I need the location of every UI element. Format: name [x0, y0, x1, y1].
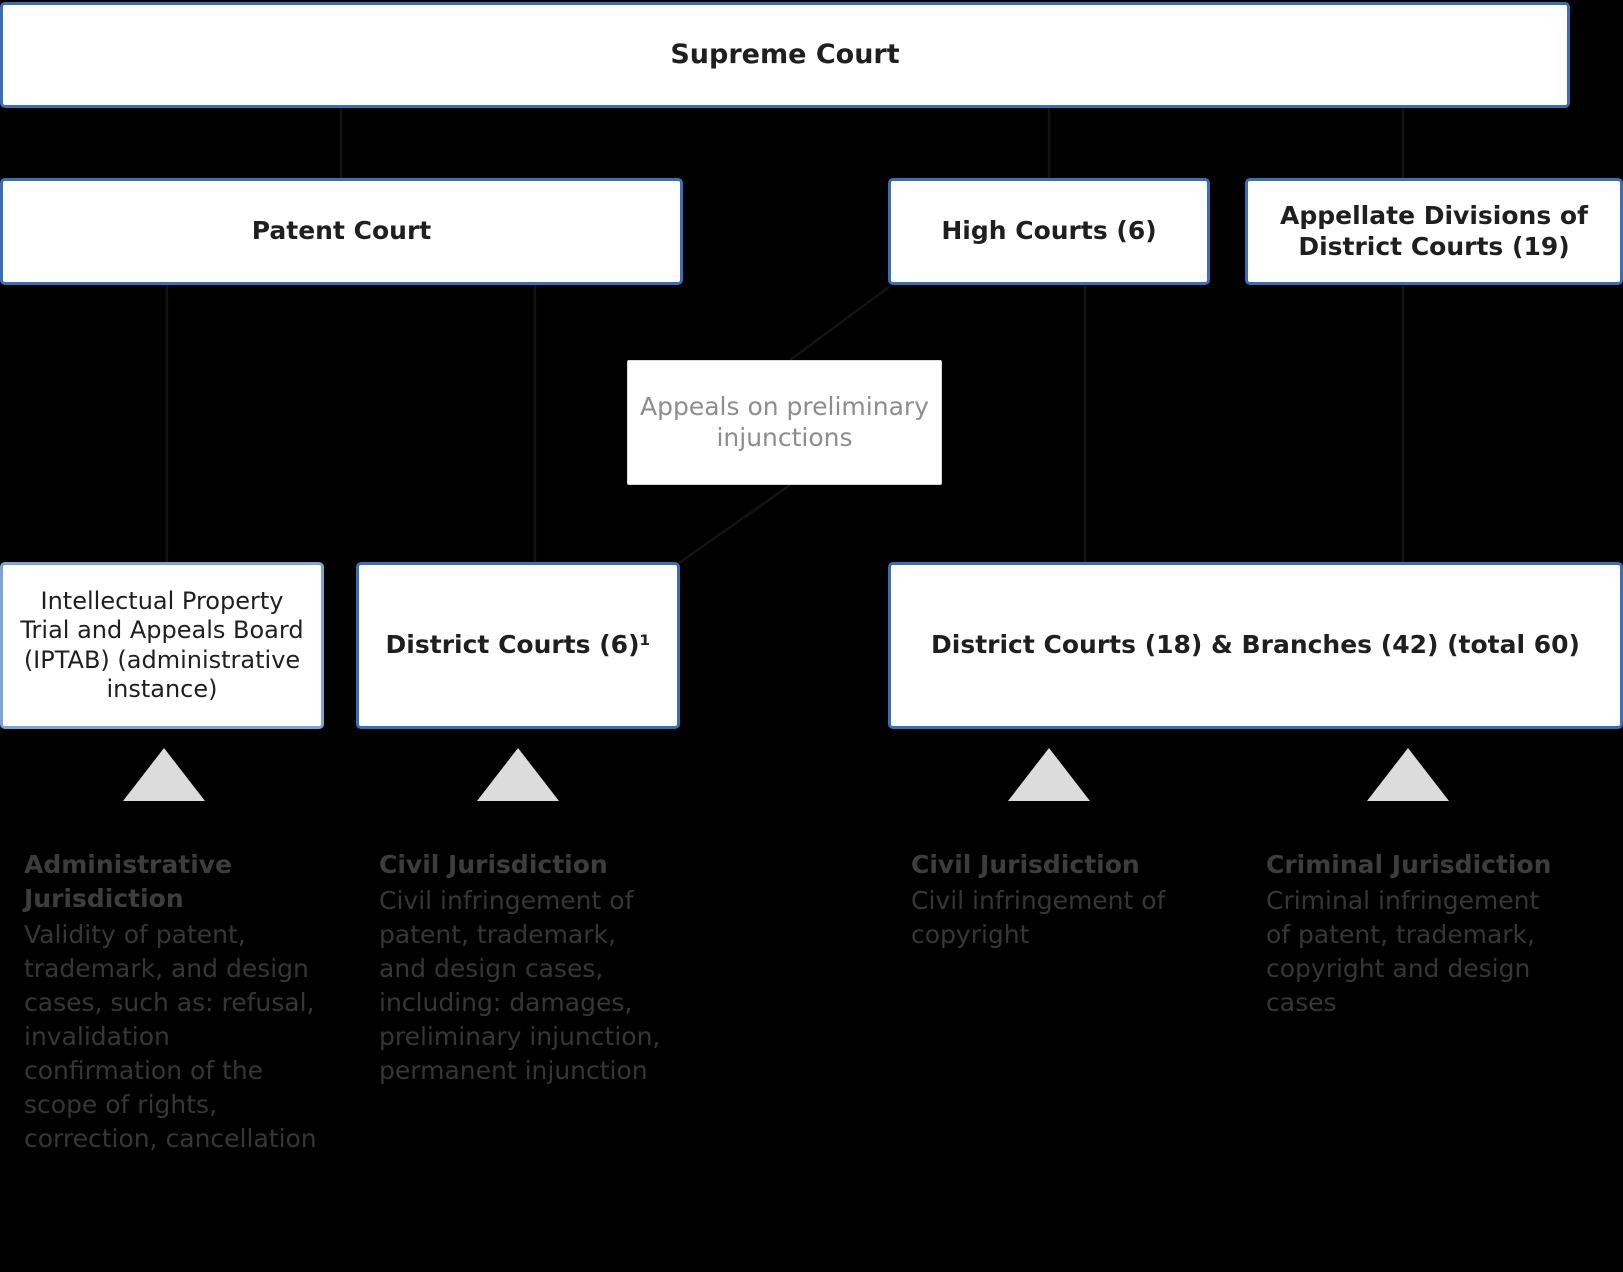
triangle-marker-civil-copyright	[1008, 748, 1090, 801]
node-appellate-divisions-of-district-courts[interactable]: Appellate Divisions of District Courts (…	[1245, 178, 1623, 285]
jurisdiction-body: Civil infringement of copyright	[911, 886, 1166, 949]
jurisdiction-title: Administrative Jurisdiction	[24, 850, 233, 913]
jurisdiction-title: Civil Jurisdiction	[911, 850, 1140, 879]
node-patent-court[interactable]: Patent Court	[0, 178, 683, 285]
node-iptab[interactable]: Intellectual Property Trial and Appeals …	[0, 562, 324, 729]
jurisdiction-block-civil-copyright: Civil Jurisdiction Civil infringement of…	[911, 848, 1191, 952]
connector-appeals-to-district6	[678, 483, 791, 565]
jurisdiction-title: Civil Jurisdiction	[379, 850, 608, 879]
node-high-courts[interactable]: High Courts (6)	[888, 178, 1210, 285]
connector-high-to-appeals	[789, 285, 890, 362]
label-appeals-on-preliminary-injunctions: Appeals on preliminary injunctions	[627, 360, 942, 485]
triangle-marker-criminal	[1367, 748, 1449, 801]
node-supreme-court[interactable]: Supreme Court	[0, 2, 1570, 108]
node-district-courts-6[interactable]: District Courts (6)¹	[356, 562, 680, 729]
jurisdiction-body: Criminal infringement of patent, tradema…	[1266, 886, 1540, 1017]
triangle-marker-administrative	[123, 748, 205, 801]
jurisdiction-body: Civil infringement of patent, trademark,…	[379, 886, 661, 1085]
jurisdiction-block-civil-ip: Civil Jurisdiction Civil infringement of…	[379, 848, 664, 1088]
jurisdiction-block-administrative: Administrative Jurisdiction Validity of …	[24, 848, 324, 1156]
jurisdiction-title: Criminal Jurisdiction	[1266, 850, 1552, 879]
triangle-marker-civil-ip	[477, 748, 559, 801]
jurisdiction-block-criminal: Criminal Jurisdiction Criminal infringem…	[1266, 848, 1556, 1020]
jurisdiction-body: Validity of patent, trademark, and desig…	[24, 920, 317, 1153]
node-district-courts-18-and-branches[interactable]: District Courts (18) & Branches (42) (to…	[888, 562, 1623, 729]
